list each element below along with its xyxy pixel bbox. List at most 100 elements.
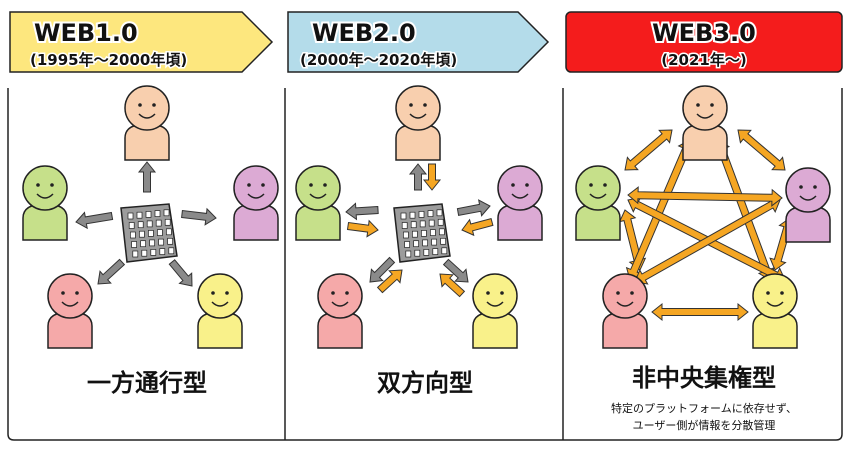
smile	[409, 113, 427, 119]
window	[145, 211, 152, 218]
arrow-left-icon	[345, 202, 379, 221]
eye	[138, 103, 142, 107]
window	[419, 220, 426, 228]
window	[128, 222, 135, 229]
smile	[511, 193, 529, 199]
eye	[50, 183, 54, 187]
window	[132, 250, 139, 258]
window	[168, 247, 175, 255]
eye	[486, 291, 490, 295]
double-arrow-icon	[651, 302, 749, 322]
window	[403, 231, 409, 239]
eye	[589, 183, 593, 187]
head	[124, 85, 170, 131]
web1-user-person-icon	[197, 273, 243, 349]
window	[418, 211, 425, 218]
arrow-down-left-icon	[97, 258, 126, 285]
window	[158, 238, 164, 246]
window	[405, 250, 412, 258]
head	[395, 85, 441, 131]
window	[432, 248, 439, 255]
head	[752, 273, 798, 319]
eye	[780, 291, 784, 295]
smile	[36, 193, 54, 199]
web3-illustration	[575, 85, 831, 349]
web3-user-person-icon	[602, 273, 648, 349]
eye	[61, 291, 65, 295]
head	[197, 273, 243, 319]
web3-user-person-icon	[785, 167, 831, 243]
smile	[486, 301, 504, 307]
window	[423, 249, 430, 256]
window	[441, 247, 448, 255]
window	[127, 212, 134, 220]
smile	[331, 301, 349, 307]
web3-description-line2: ユーザー側が情報を分散管理	[633, 418, 776, 432]
eye	[630, 291, 634, 295]
eye	[409, 103, 413, 107]
eye	[247, 183, 251, 187]
arrow-down-right-icon	[168, 259, 193, 287]
arrow-right-icon	[456, 199, 491, 217]
arrow-down-icon	[422, 163, 442, 191]
arrow-down-left-icon	[369, 256, 396, 283]
smile	[766, 301, 784, 307]
web2-title: WEB2.0	[312, 19, 416, 47]
window	[137, 221, 144, 229]
eye	[511, 183, 515, 187]
head	[295, 165, 341, 211]
window	[131, 241, 137, 248]
window	[430, 229, 436, 236]
web1-banner	[9, 11, 274, 73]
web1-period: (1995年～2000年頃)	[30, 51, 187, 69]
smile	[138, 113, 156, 119]
web1-user-person-icon	[233, 165, 279, 241]
web1-title: WEB1.0	[34, 19, 138, 47]
window	[155, 219, 162, 227]
double-arrow-icon	[627, 186, 783, 207]
window	[412, 230, 418, 238]
window	[167, 237, 173, 245]
window	[154, 210, 161, 217]
eye	[309, 183, 313, 187]
web1-user-person-icon	[22, 165, 68, 241]
arrow-up-icon	[408, 163, 428, 191]
web1-user-person-icon	[47, 273, 93, 349]
arrow-left-icon	[461, 217, 494, 237]
eye	[345, 291, 349, 295]
window	[149, 239, 155, 247]
web3-title: WEB3.0	[652, 19, 756, 47]
head	[317, 273, 363, 319]
web1-user-person-icon	[124, 85, 170, 161]
window	[413, 240, 419, 248]
web2-banner	[287, 11, 550, 73]
window	[141, 249, 148, 257]
smile	[799, 195, 817, 201]
building-icon	[120, 203, 178, 263]
window	[440, 237, 446, 245]
eye	[423, 103, 427, 107]
web2-user-person-icon	[317, 273, 363, 349]
smile	[61, 301, 79, 307]
web1-illustration	[22, 85, 279, 349]
head	[233, 165, 279, 211]
web3-user-person-icon	[575, 165, 621, 241]
window	[428, 219, 435, 227]
smile	[616, 301, 634, 307]
eye	[500, 291, 504, 295]
eye	[525, 183, 529, 187]
eye	[225, 291, 229, 295]
head	[22, 165, 68, 211]
window	[422, 239, 428, 247]
eye	[331, 291, 335, 295]
head	[47, 273, 93, 319]
window	[164, 218, 171, 226]
head	[472, 273, 518, 319]
window	[436, 209, 443, 217]
eye	[710, 103, 714, 107]
window	[163, 209, 170, 217]
web3-period: (2021年～)	[661, 51, 746, 69]
window	[157, 229, 163, 236]
window	[437, 218, 444, 226]
smile	[589, 193, 607, 199]
